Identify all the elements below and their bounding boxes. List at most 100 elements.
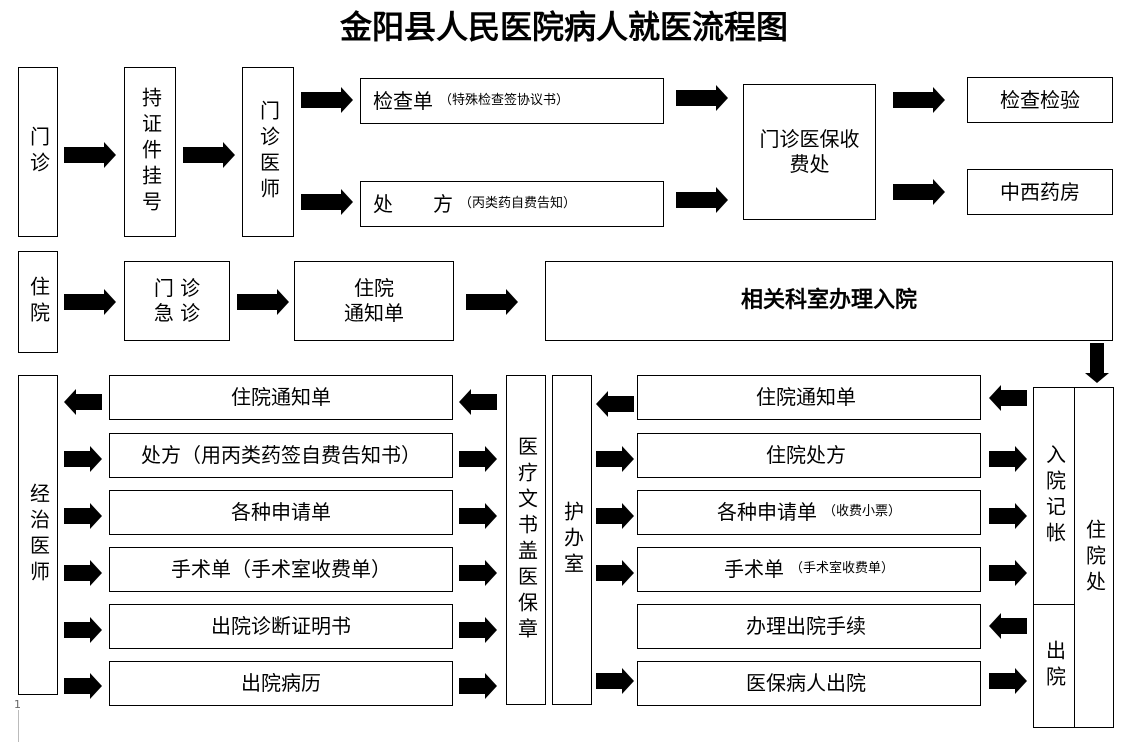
nurse-item-box: 各种申请单 （收费小票）: [637, 490, 981, 535]
attending-item-label: 处方（用丙类药签自费告知书）: [141, 443, 421, 467]
exam-form-label: 检查单: [373, 88, 433, 113]
nurse-item-label: 手术单: [723, 557, 784, 581]
inpatient-box: 住院: [18, 251, 58, 353]
admission-notice-line2: 通知单: [344, 301, 404, 325]
nurse-item-label: 医保病人出院: [746, 671, 866, 695]
exam-form-note: （特殊检查签协议书）: [439, 92, 570, 108]
attending-item-box: 出院病历: [109, 661, 453, 706]
register-box: 持证件挂号: [124, 67, 176, 237]
nurse-item-box: 住院处方: [637, 433, 981, 478]
admission-label: 相关科室办理入院: [740, 288, 917, 314]
discharge-label: 出院: [1042, 640, 1067, 692]
flow-arrow-right: [893, 179, 945, 205]
cashier-box: 门诊医保收费处: [743, 84, 876, 220]
prescription-note: （丙类药自费告知）: [459, 195, 577, 211]
attending-item-label: 住院通知单: [231, 385, 331, 409]
flow-arrow-right: [301, 87, 353, 113]
emergency-box: 门 诊 急 诊: [124, 261, 230, 341]
flow-arrow-right: [989, 668, 1027, 694]
flow-arrow-right: [64, 673, 102, 699]
flow-arrow-right: [676, 187, 728, 213]
flow-arrow-right: [64, 446, 102, 472]
flow-arrow-right: [893, 87, 945, 113]
flow-arrow-right: [64, 142, 116, 168]
outpatient-label: 门诊: [26, 126, 51, 178]
flow-arrow-right: [237, 289, 289, 315]
attending-item-box: 手术单（手术室收费单）: [109, 547, 453, 592]
flow-arrow-right: [301, 189, 353, 215]
attending-doctor-box: 经治医师: [18, 375, 58, 695]
flow-arrow-right: [596, 503, 634, 529]
flow-arrow-right: [64, 503, 102, 529]
pharmacy-box: 中西药房: [967, 169, 1113, 215]
flow-arrow-right: [989, 560, 1027, 586]
exam-label: 检查检验: [1000, 87, 1080, 112]
stamp-box: 医疗文书盖医保章: [506, 375, 546, 705]
nurse-item-box: 住院通知单: [637, 375, 981, 420]
outpatient-box: 门诊: [18, 67, 58, 237]
inpatient-office-box: 住院处: [1074, 387, 1114, 728]
flow-arrow-left: [989, 613, 1027, 639]
admission-notice-line1: 住院: [354, 276, 394, 300]
flow-arrow-right: [459, 503, 497, 529]
nurse-item-label: 办理出院手续: [746, 614, 866, 638]
prescription-label: 处 方: [373, 191, 453, 216]
prescription-box: 处 方 （丙类药自费告知）: [360, 181, 664, 227]
admit-account-box: 入院记帐: [1033, 387, 1075, 605]
attending-item-label: 手术单（手术室收费单）: [171, 557, 391, 581]
attending-item-box: 住院通知单: [109, 375, 453, 420]
attending-item-box: 各种申请单: [109, 490, 453, 535]
outpatient-doctor-box: 门诊医师: [242, 67, 294, 237]
flow-arrow-right: [64, 617, 102, 643]
flow-arrow-right: [459, 673, 497, 699]
nurse-item-label: 住院通知单: [756, 385, 856, 409]
nurse-item-box: 手术单 （手术室收费单）: [637, 547, 981, 592]
flow-arrow-left: [459, 389, 497, 415]
flow-arrow-down: [1085, 343, 1109, 383]
nurse-item-box: 办理出院手续: [637, 604, 981, 649]
flow-arrow-right: [989, 503, 1027, 529]
flow-arrow-right: [459, 617, 497, 643]
flow-arrow-right: [596, 446, 634, 472]
cashier-label: 门诊医保收费处: [759, 127, 860, 176]
nurse-item-label: 住院处方: [766, 443, 846, 467]
emergency-line1: 门 诊: [153, 276, 201, 300]
attending-item-label: 各种申请单: [231, 500, 331, 524]
flow-arrow-right: [459, 446, 497, 472]
nurse-item-note: （手术室收费单）: [789, 561, 894, 577]
page-title: 金阳县人民医院病人就医流程图: [339, 8, 788, 46]
nurse-item-note: （收费小票）: [822, 504, 901, 520]
attending-item-box: 出院诊断证明书: [109, 604, 453, 649]
admission-box: 相关科室办理入院: [545, 261, 1113, 341]
flow-arrow-right: [596, 668, 634, 694]
flow-arrow-right: [989, 446, 1027, 472]
nurse-station-label: 护办室: [560, 501, 585, 579]
flow-arrow-right: [64, 289, 116, 315]
flow-arrow-left: [64, 389, 102, 415]
exam-form-box: 检查单 （特殊检查签协议书）: [360, 78, 664, 124]
nurse-item-label: 各种申请单: [716, 500, 817, 524]
attending-doctor-label: 经治医师: [26, 483, 51, 587]
pharmacy-label: 中西药房: [1000, 179, 1080, 204]
admit-account-label: 入院记帐: [1042, 444, 1067, 548]
page-number: 1: [14, 698, 21, 711]
outpatient-doctor-label: 门诊医师: [256, 100, 281, 204]
discharge-box: 出院: [1033, 604, 1075, 728]
exam-box: 检查检验: [967, 77, 1113, 123]
attending-item-box: 处方（用丙类药签自费告知书）: [109, 433, 453, 478]
emergency-line2: 急 诊: [153, 301, 201, 325]
inpatient-office-label: 住院处: [1082, 518, 1107, 597]
flow-arrow-left: [596, 391, 634, 417]
admission-notice-box: 住院 通知单: [294, 261, 454, 341]
nurse-item-box: 医保病人出院: [637, 661, 981, 706]
attending-item-label: 出院病历: [241, 671, 321, 695]
nurse-station-box: 护办室: [552, 375, 592, 705]
margin-line: [18, 710, 19, 742]
stamp-label: 医疗文书盖医保章: [514, 436, 539, 644]
flow-arrow-right: [466, 289, 518, 315]
register-label: 持证件挂号: [138, 87, 163, 217]
attending-item-label: 出院诊断证明书: [211, 614, 351, 638]
inpatient-label: 住院: [26, 276, 51, 328]
flow-arrow-right: [64, 560, 102, 586]
flow-arrow-right: [676, 85, 728, 111]
